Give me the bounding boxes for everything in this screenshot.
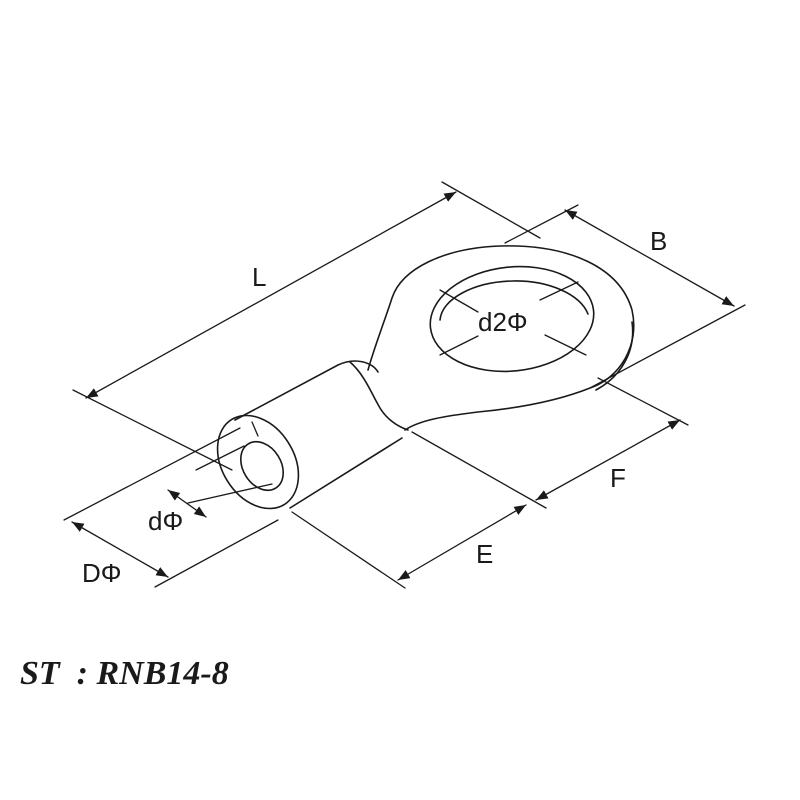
label-d2: d2Φ <box>478 307 528 337</box>
label-d: dΦ <box>148 506 183 536</box>
dimension-labels: L B d2Φ dΦ DΦ E F <box>82 226 667 588</box>
dim-line-d2-left <box>439 289 479 313</box>
dimension-lines <box>71 191 735 581</box>
barrel-bottom-edge <box>289 437 403 509</box>
dim-line-d2-lower-right <box>544 334 587 356</box>
barrel-end-outer <box>216 414 300 510</box>
dim-line-d2-right <box>539 281 579 301</box>
dim-line-d <box>167 489 207 518</box>
dim-line-d2-lower-left <box>439 335 479 356</box>
label-E: E <box>476 539 493 569</box>
dim-line-E <box>397 504 527 581</box>
label-B: B <box>650 226 667 256</box>
dim-line-B <box>564 209 735 307</box>
dim-line-F <box>535 419 681 501</box>
label-L: L <box>252 262 266 292</box>
barrel-end-inner <box>239 440 285 492</box>
barrel-shoulder <box>349 361 409 431</box>
part-number-caption: ST : RNB14-8 <box>20 655 229 692</box>
dim-line-L <box>85 191 457 399</box>
ring-thickness-edge <box>595 321 634 391</box>
barrel-seam <box>251 421 259 437</box>
ring-outer-outline <box>367 245 635 431</box>
label-D: DΦ <box>82 558 122 588</box>
label-F: F <box>610 463 626 493</box>
dim-line-D <box>71 521 169 578</box>
